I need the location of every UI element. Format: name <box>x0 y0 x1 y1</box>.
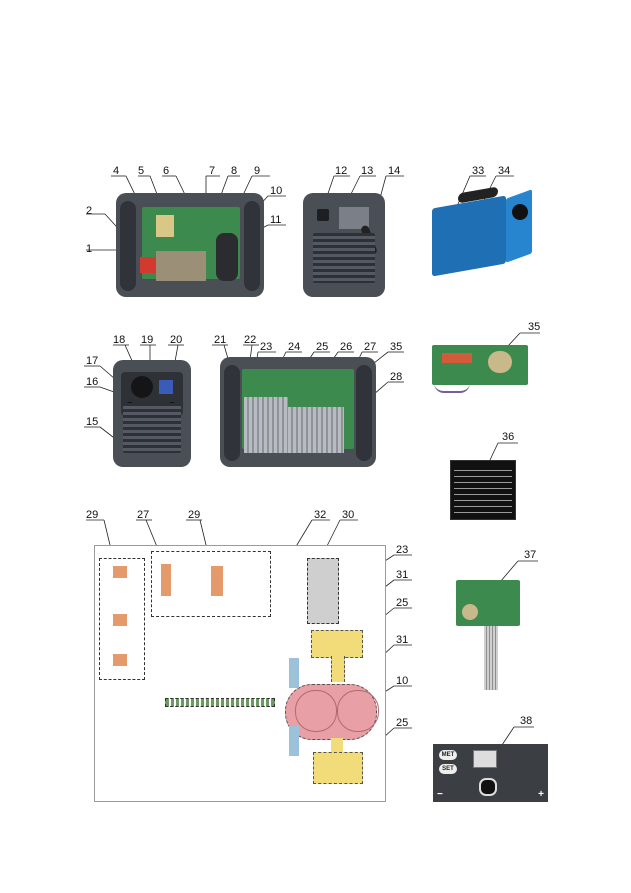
met-button[interactable]: MET <box>439 750 457 760</box>
callout-6: 6 <box>163 165 170 177</box>
callout-21: 21 <box>214 334 227 346</box>
schematic-callout-23: 23 <box>396 544 409 556</box>
callout-1: 1 <box>86 243 93 255</box>
callout-25: 25 <box>316 341 329 353</box>
schematic-callout-31-top: 31 <box>396 569 409 581</box>
minus-marker: − <box>437 789 443 800</box>
photo-machine-front <box>113 360 191 467</box>
callout-7: 7 <box>209 165 216 177</box>
display-window <box>473 750 497 768</box>
callout-35-board: 35 <box>528 321 541 333</box>
callout-35: 35 <box>390 341 403 353</box>
rating-plate-36 <box>450 460 516 520</box>
schematic-callout-25-bottom: 25 <box>396 717 409 729</box>
set-button[interactable]: SET <box>439 764 457 774</box>
photo-machine-rear <box>303 193 385 297</box>
callout-19: 19 <box>141 334 154 346</box>
callout-16: 16 <box>86 376 99 388</box>
callout-23: 23 <box>260 341 273 353</box>
schematic-callout-31-bottom: 31 <box>396 634 409 646</box>
schematic-callout-29-center: 29 <box>188 509 201 521</box>
schematic-callout-25-top: 25 <box>396 597 409 609</box>
schematic-callout-32: 32 <box>314 509 327 521</box>
callout-17: 17 <box>86 355 99 367</box>
callout-33: 33 <box>472 165 485 177</box>
callout-15: 15 <box>86 416 99 428</box>
schematic-callout-29-left: 29 <box>86 509 99 521</box>
callout-12: 12 <box>335 165 348 177</box>
callout-18: 18 <box>113 334 126 346</box>
front-panel-38: MET SET − + <box>433 744 548 802</box>
schematic-callout-30: 30 <box>342 509 355 521</box>
callout-13: 13 <box>361 165 374 177</box>
photo-control-board-35 <box>432 345 528 395</box>
callout-27: 27 <box>364 341 377 353</box>
callout-26: 26 <box>340 341 353 353</box>
photo-open-machine-side <box>116 193 264 297</box>
plus-marker: + <box>538 789 544 800</box>
callout-20: 20 <box>170 334 183 346</box>
photo-machine-blue <box>428 186 534 277</box>
callout-14: 14 <box>388 165 401 177</box>
callout-37: 37 <box>524 549 537 561</box>
callout-2: 2 <box>86 205 93 217</box>
callout-9: 9 <box>254 165 261 177</box>
callout-5: 5 <box>138 165 145 177</box>
schematic-callout-27: 27 <box>137 509 150 521</box>
photo-control-board-37 <box>456 580 520 692</box>
callout-38: 38 <box>520 715 533 727</box>
pcb-layout-schematic <box>94 545 386 802</box>
adjust-knob[interactable] <box>479 778 497 796</box>
photo-open-machine-other-side <box>220 357 376 467</box>
callout-8: 8 <box>231 165 238 177</box>
callout-10: 10 <box>270 185 283 197</box>
callout-28: 28 <box>390 371 403 383</box>
callout-22: 22 <box>244 334 257 346</box>
schematic-callout-10: 10 <box>396 675 409 687</box>
callout-34: 34 <box>498 165 511 177</box>
callout-11: 11 <box>270 214 282 226</box>
callout-36: 36 <box>502 431 515 443</box>
callout-24: 24 <box>288 341 301 353</box>
callout-4: 4 <box>113 165 120 177</box>
